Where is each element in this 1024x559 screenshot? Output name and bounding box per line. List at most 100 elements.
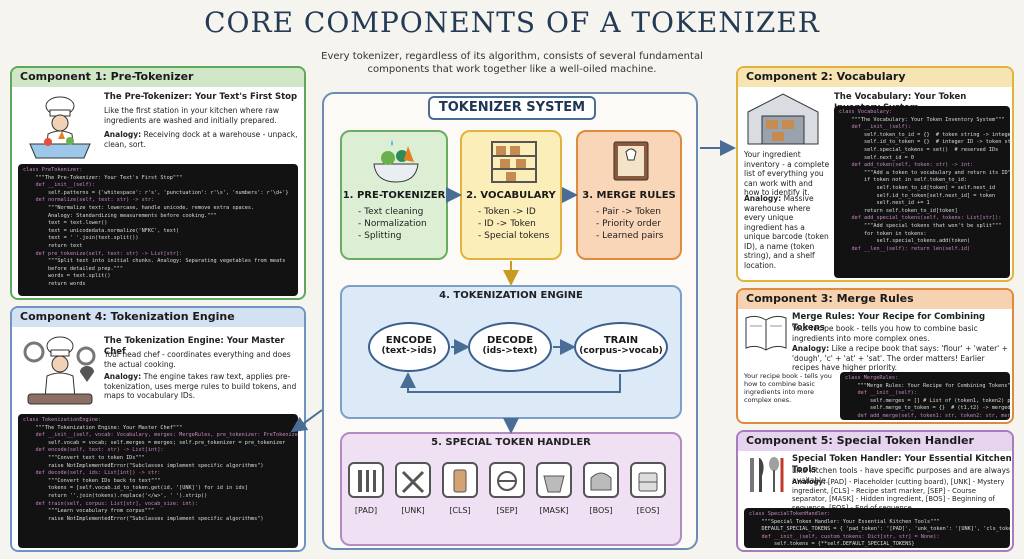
- code-line: def __init__(self, vocab: Vocabulary, me…: [23, 432, 298, 439]
- encode-label: ENCODE: [385, 335, 433, 346]
- special-token-icon: [630, 462, 666, 498]
- component-2-code: class Vocabulary: """The Vocabulary: You…: [834, 106, 1010, 278]
- code-line: def decode(self, ids: List[int]) -> str:: [23, 470, 161, 477]
- component-5-panel: Component 5: Special Token Handler Speci…: [736, 430, 1014, 552]
- component-2-desc: Your ingredient inventory - a complete l…: [744, 150, 830, 197]
- component-2-panel: Component 2: Vocabulary The Vocabulary: …: [736, 66, 1014, 282]
- code-line: def normalize(self, text: str) -> str:: [23, 197, 155, 204]
- vocabulary-title: 2. VOCABULARY: [466, 190, 556, 201]
- chef-illustration: [20, 92, 100, 162]
- code-line: """Merge Rules: Your Recipe for Combinin…: [845, 382, 1010, 389]
- pre-tokenizer-list: - Text cleaning - Normalization - Splitt…: [358, 206, 427, 242]
- merge-rules-item: - Priority order: [596, 219, 661, 229]
- vocabulary-list: - Token -> ID - ID -> Token - Special to…: [478, 206, 549, 242]
- merge-rules-item: - Learned pairs: [596, 231, 664, 241]
- code-line: class MergeRules:: [845, 375, 899, 381]
- code-line: raise NotImplementedError("Subclasses im…: [23, 515, 264, 522]
- special-token-handler-title: 5. SPECIAL TOKEN HANDLER: [431, 437, 591, 448]
- master-chef-icon: [23, 336, 96, 405]
- merge-rules-list: - Pair -> Token - Priority order - Learn…: [596, 206, 664, 242]
- code-line: Analogy: Standardizing measurements befo…: [23, 212, 217, 219]
- code-line: """The Tokenization Engine: Your Master …: [23, 424, 183, 431]
- code-line: """Convert text to token IDs""": [23, 454, 145, 461]
- code-line: """Learn vocabulary from corpus""": [23, 508, 155, 515]
- code-line: words = text.split(): [23, 273, 111, 280]
- code-line: """Normalize text: lowercase, handle uni…: [23, 204, 255, 211]
- tokenizer-system-label: TOKENIZER SYSTEM: [428, 96, 596, 120]
- component-4-analogy: Analogy: The engine takes raw text, appl…: [104, 372, 297, 400]
- arrow-train-loop: [400, 372, 621, 393]
- code-line: return self.token_to_id[token]: [839, 207, 958, 214]
- pre-tokenizer-item: - Splitting: [358, 231, 402, 241]
- code-line: raise NotImplementedError("Subclasses im…: [23, 462, 264, 469]
- code-line: self.special_tokens = set() # reserved I…: [839, 146, 999, 153]
- tokenization-engine-title: 4. TOKENIZATION ENGINE: [439, 290, 583, 301]
- code-line: class PreTokenizer:: [23, 167, 83, 173]
- code-line: self.vocab = vocab; self.merges = merges…: [23, 439, 286, 446]
- special-token-label: [SEP]: [496, 506, 518, 515]
- code-line: self.next_id = 0: [839, 154, 914, 161]
- special-token-row: [PAD][UNK][CLS][SEP][MASK][BOS][EOS]: [342, 456, 680, 540]
- component-5-code: class SpecialTokenHandler: """Special To…: [744, 508, 1010, 548]
- component-2-analogy: Analogy: Massive warehouse where every u…: [744, 194, 829, 270]
- pre-tokenizer-item: - Text cleaning: [358, 207, 424, 217]
- shelves-icon: [491, 141, 537, 183]
- code-line: class TokenizationEngine:: [23, 417, 102, 423]
- component-4-panel: Component 4: Tokenization Engine The Tok…: [10, 306, 306, 552]
- code-line: text = text.lower(): [23, 220, 108, 227]
- component-3-desc-top: Your recipe book - tells you how to comb…: [792, 324, 978, 343]
- special-token-label: [CLS]: [449, 506, 471, 515]
- code-line: def train(self, corpus: List[str], vocab…: [23, 500, 198, 507]
- component-1-title: The Pre-Tokenizer: Your Text's First Sto…: [104, 92, 298, 102]
- decode-sub: (ids->text): [482, 346, 538, 356]
- code-line: def add_special_tokens(self, tokens: Lis…: [839, 215, 1002, 222]
- code-line: self.patterns = {'whitespace': r's', 'pu…: [23, 189, 289, 196]
- code-line: self.token_to_id = {} # token string -> …: [839, 131, 1010, 138]
- component-5-analogy: Analogy: [PAD] - Placeholder (cutting bo…: [792, 478, 1005, 512]
- decode-label: DECODE: [486, 335, 534, 346]
- code-line: def __init__(self):: [845, 390, 917, 397]
- component-1-panel: Component 1: Pre-Tokenizer The Pre-Token…: [10, 66, 306, 300]
- code-line: before detailed prep.""": [23, 265, 123, 272]
- component-5-header: Component 5: Special Token Handler: [738, 432, 1012, 451]
- encode-sub: (text->ids): [381, 346, 437, 356]
- component-4-title: The Tokenization Engine: Your Master Che…: [104, 336, 285, 357]
- train-label: TRAIN: [603, 335, 639, 346]
- code-line: def __init__(self):: [23, 182, 95, 189]
- special-token-icon: [395, 462, 431, 498]
- component-3-analogy-top: Analogy: Like a recipe book that says: '…: [792, 344, 1008, 372]
- code-line: self.next_id += 1: [839, 200, 930, 207]
- warehouse-illustration: [744, 90, 822, 146]
- code-line: def pre_tokenize(self, text: str) -> Lis…: [23, 250, 183, 257]
- vegetable-bowl-icon: [373, 140, 419, 183]
- special-token-label: [EOS]: [636, 506, 660, 515]
- special-token-icon: [348, 462, 384, 498]
- code-line: self.special_tokens.add(token): [839, 238, 971, 245]
- vocabulary-card: 2. VOCABULARY - Token -> ID - ID -> Toke…: [460, 130, 562, 260]
- special-token-label: [PAD]: [354, 506, 378, 515]
- code-line: self.id_to_token[self.next_id] = token: [839, 192, 996, 199]
- special-token-label: [BOS]: [589, 506, 613, 515]
- code-line: if token not in self.token_to_id:: [839, 177, 968, 184]
- code-line: self.merge_to_token = {} # (t1,t2) -> me…: [845, 405, 1010, 412]
- code-line: text = unicodedata.normalize('NFKC', tex…: [23, 227, 180, 234]
- recipe-book-icon: [745, 315, 787, 351]
- code-line: def __len__(self): return len(self.id): [839, 245, 971, 252]
- code-line: def __init__(self, custom_tokens: Dict[s…: [749, 533, 940, 540]
- component-1-header: Component 1: Pre-Tokenizer: [12, 68, 304, 87]
- pre-tokenizer-card: 1. PRE-TOKENIZER - Text cleaning - Norma…: [340, 130, 448, 260]
- code-line: def encode(self, text: str) -> List[int]…: [23, 447, 164, 454]
- code-line: tokens = [self.vocab.id_to_token.get(id,…: [23, 485, 248, 492]
- merge-rules-title: 3. MERGE RULES: [582, 190, 676, 201]
- code-line: """The Vocabulary: Your Token Inventory …: [839, 116, 1005, 123]
- component-4-desc: Your head chef - coordinates everything …: [104, 350, 291, 369]
- component-1-analogy: Analogy: Receiving dock at a warehouse -…: [104, 130, 298, 149]
- code-line: return ''.join(tokens).replace('</w>', '…: [23, 492, 208, 499]
- code-line: self.token_to_id[token] = self.next_id: [839, 184, 996, 191]
- pre-tokenizer-title: 1. PRE-TOKENIZER: [342, 190, 446, 201]
- special-token-icon: [583, 462, 619, 498]
- code-line: class Vocabulary:: [839, 109, 893, 115]
- component-3-title: Merge Rules: Your Recipe for Combining T…: [792, 312, 986, 333]
- page-subtitle: Every tokenizer, regardless of its algor…: [321, 51, 703, 75]
